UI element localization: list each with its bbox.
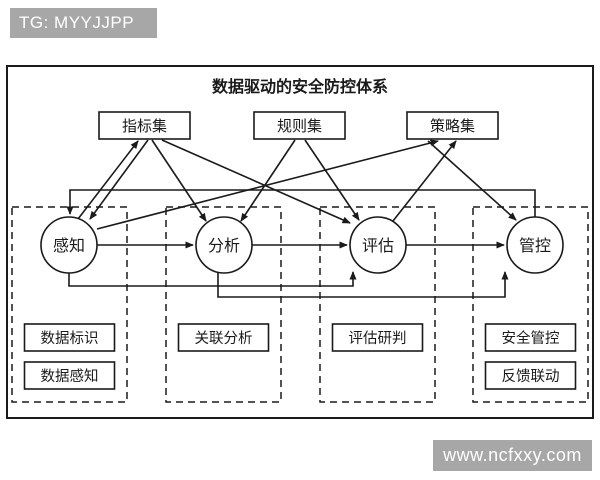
strategy-set-rect [406,111,499,140]
arrow-evaluation-to-strategy-set [392,140,457,222]
rule-set-box: 规则集 [253,111,346,140]
correlation-analysis-label: 关联分析 [195,330,253,347]
strategy-set-label: 策略集 [430,118,475,135]
security-control-label: 安全管控 [502,329,560,347]
security-control-rect [484,323,577,352]
feedback-linkage-rect [484,361,577,390]
data-labeling-label: 数据标识 [41,330,99,347]
arrow-indicator-set-to-perception [89,139,149,220]
assessment-judgment-rect [331,323,424,352]
feedback-linkage-box: 反馈联动 [484,361,577,390]
analysis-circle [195,216,253,274]
rule-set-label: 规则集 [277,118,322,135]
data-perception-box: 数据感知 [23,361,116,390]
perception-node: 感知 [40,216,98,274]
arrow-indicator-set-to-evaluation [161,139,351,224]
data-labeling-rect [23,323,116,352]
indicator-set-box: 指标集 [98,111,191,140]
arrow-perception-to-indicator-set [77,140,139,220]
data-labeling-box: 数据标识 [23,323,116,352]
group-control-capabilities [472,206,589,403]
rule-set-rect [253,111,346,140]
indicator-set-label: 指标集 [122,118,167,135]
watermark-url-badge: www.ncfxxy.com [433,440,592,471]
correlation-analysis-box: 关联分析 [177,323,270,352]
assessment-judgment-box: 评估研判 [331,323,424,352]
feedback-linkage-label: 反馈联动 [502,368,560,385]
arrow-rule-set-to-analysis [240,139,296,222]
evaluation-label: 评估 [362,237,394,255]
arrow-indicator-set-to-analysis [151,139,207,222]
assessment-judgment-label: 评估研判 [349,330,407,347]
analysis-node: 分析 [195,216,253,274]
correlation-analysis-rect [177,323,270,352]
control-label: 管控 [519,237,551,255]
evaluation-node: 评估 [349,216,407,274]
watermark-tg-badge: TG: MYYJJPP [10,8,157,38]
indicator-set-rect [98,111,191,140]
data-perception-rect [23,361,116,390]
perception-circle [40,216,98,274]
group-perception-capabilities [11,206,128,403]
diagram-title: 数据驱动的安全防控体系 [212,77,388,96]
group-analysis-capabilities [165,206,282,403]
control-node: 管控 [506,216,564,274]
arrow-perception-to-strategy-set [96,139,439,230]
strategy-set-box: 策略集 [406,111,499,140]
arrow-analysis-to-control-feedback [217,271,509,298]
arrow-rule-set-to-evaluation [304,139,360,221]
security-control-box: 安全管控 [484,323,577,352]
group-assessment-capabilities [319,206,436,403]
evaluation-circle [349,216,407,274]
watermark-url-text: www.ncfxxy.com [443,445,582,465]
perception-label: 感知 [53,237,85,255]
analysis-label: 分析 [208,237,240,255]
arrow-control-to-perception-feedback [66,189,536,217]
arrow-strategy-set-to-control [427,140,517,221]
watermark-tg-text: TG: MYYJJPP [19,13,135,32]
data-perception-label: 数据感知 [41,368,99,385]
control-circle [506,216,564,274]
arrow-perception-to-evaluation-feedback [68,271,357,287]
